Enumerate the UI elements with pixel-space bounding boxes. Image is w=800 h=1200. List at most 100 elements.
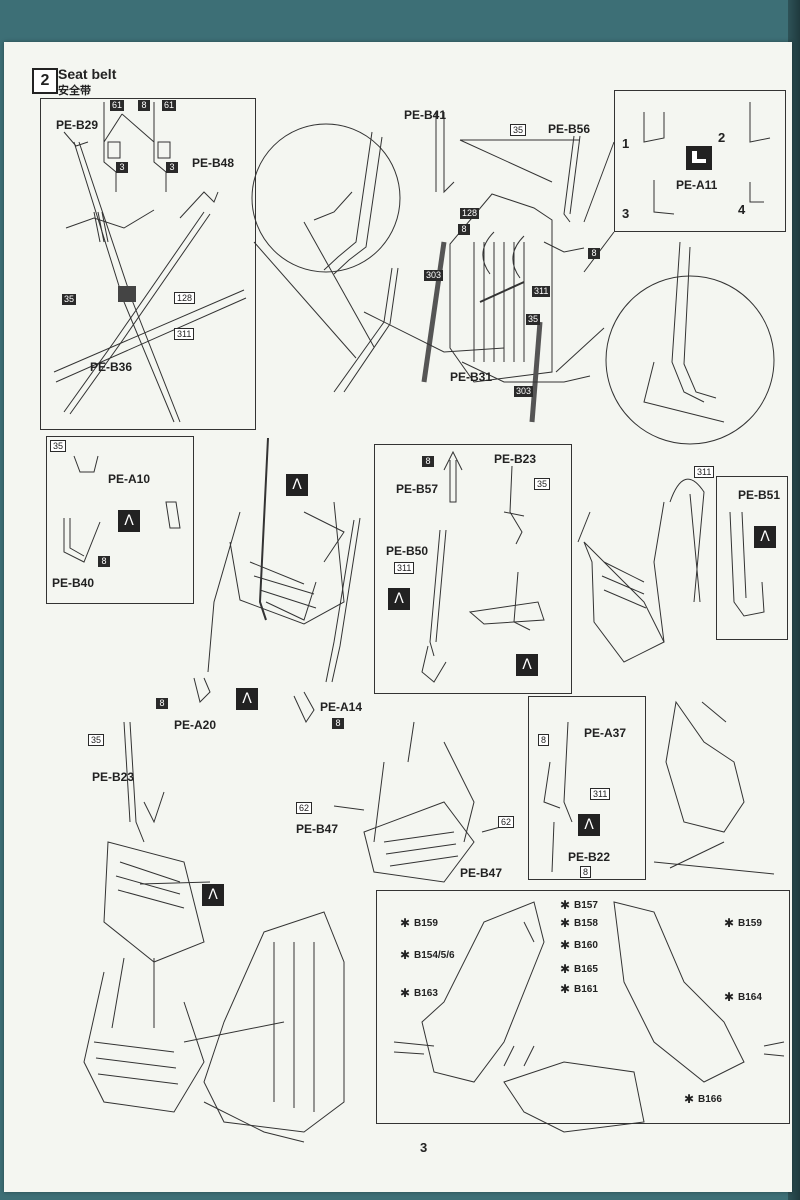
caution-icon: Λ xyxy=(118,510,140,532)
callout-8: 8 xyxy=(332,718,344,729)
label-b159-right: B159 xyxy=(738,918,762,929)
label-b159-left: B159 xyxy=(414,918,438,929)
callout-311: 311 xyxy=(694,466,715,478)
label-b160: B160 xyxy=(574,940,598,951)
label-pe-a10: PE-A10 xyxy=(108,472,151,486)
step-number-box: 2 xyxy=(32,68,58,94)
callout-8: 8 xyxy=(138,100,150,111)
star-icon: ✱ xyxy=(400,986,411,1000)
panel-pe-b51 xyxy=(716,476,788,640)
label-pe-b56: PE-B56 xyxy=(548,122,591,136)
step-symbol-icon xyxy=(686,146,712,170)
star-icon: ✱ xyxy=(560,898,571,912)
callout-3: 3 xyxy=(166,162,178,173)
callout-35: 35 xyxy=(50,440,67,452)
panel-sub-steps xyxy=(614,90,786,232)
label-pe-b36: PE-B36 xyxy=(90,360,133,374)
label-pe-a11: PE-A11 xyxy=(676,178,718,192)
caution-icon: Λ xyxy=(388,588,410,610)
callout-311: 311 xyxy=(394,562,415,574)
star-icon: ✱ xyxy=(400,916,411,930)
callout-303: 303 xyxy=(514,386,534,397)
star-icon: ✱ xyxy=(560,916,571,930)
page-number: 3 xyxy=(420,1140,428,1155)
panel-belt-parts xyxy=(40,98,256,430)
callout-35: 35 xyxy=(534,478,551,490)
instruction-sheet: 2 Seat belt 安全带 xyxy=(4,42,792,1192)
label-pe-b22: PE-B22 xyxy=(568,850,611,864)
star-icon: ✱ xyxy=(400,948,411,962)
label-pe-b47-right: PE-B47 xyxy=(460,866,503,880)
callout-8: 8 xyxy=(422,456,434,467)
label-pe-b23-top: PE-B23 xyxy=(494,452,537,466)
star-icon: ✱ xyxy=(724,916,735,930)
callout-311: 311 xyxy=(590,788,611,800)
label-pe-a14: PE-A14 xyxy=(320,700,363,714)
callout-8: 8 xyxy=(98,556,110,567)
label-pe-b31: PE-B31 xyxy=(450,370,493,384)
label-b161: B161 xyxy=(574,984,598,995)
callout-128: 128 xyxy=(174,292,196,304)
callout-35: 35 xyxy=(62,294,77,305)
callout-303: 303 xyxy=(424,270,444,281)
callout-8: 8 xyxy=(580,866,592,878)
star-icon: ✱ xyxy=(724,990,735,1004)
label-pe-b57: PE-B57 xyxy=(396,482,439,496)
step-title: Seat belt xyxy=(58,66,117,82)
callout-8: 8 xyxy=(458,224,470,235)
callout-3: 3 xyxy=(116,162,128,173)
callout-8: 8 xyxy=(538,734,550,746)
callout-62: 62 xyxy=(296,802,313,814)
label-pe-b41: PE-B41 xyxy=(404,108,447,122)
caution-icon: Λ xyxy=(516,654,538,676)
label-b165: B165 xyxy=(574,964,598,975)
callout-8: 8 xyxy=(156,698,168,709)
callout-128: 128 xyxy=(460,208,480,219)
label-pe-b23-left: PE-B23 xyxy=(92,770,135,784)
sub-step-2: 2 xyxy=(718,130,726,145)
label-pe-b29: PE-B29 xyxy=(56,118,99,132)
callout-62: 62 xyxy=(498,816,515,828)
callout-35: 35 xyxy=(510,124,527,136)
sub-step-1: 1 xyxy=(622,136,630,151)
panel-b-parts xyxy=(376,890,790,1124)
caution-icon: Λ xyxy=(286,474,308,496)
callout-61: 61 xyxy=(110,100,125,111)
panel-pe-b57 xyxy=(374,444,572,694)
label-b158: B158 xyxy=(574,918,598,929)
label-pe-a20: PE-A20 xyxy=(174,718,217,732)
label-b163: B163 xyxy=(414,988,438,999)
star-icon: ✱ xyxy=(560,938,571,952)
label-b154-5-6: B154/5/6 xyxy=(414,950,455,961)
callout-35: 35 xyxy=(88,734,105,746)
label-b157: B157 xyxy=(574,900,598,911)
label-pe-b48: PE-B48 xyxy=(192,156,235,170)
callout-311: 311 xyxy=(174,328,195,340)
caution-icon: Λ xyxy=(578,814,600,836)
caution-icon: Λ xyxy=(202,884,224,906)
star-icon: ✱ xyxy=(684,1092,695,1106)
panel-pe-a37 xyxy=(528,696,646,880)
panel-pe-a10 xyxy=(46,436,194,604)
label-b164: B164 xyxy=(738,992,762,1003)
assembly-line-art xyxy=(53,102,785,1143)
sub-step-3: 3 xyxy=(622,206,630,221)
detail-magnifier-top xyxy=(251,123,401,273)
step-title-chinese: 安全带 xyxy=(58,84,91,97)
label-pe-b50: PE-B50 xyxy=(386,544,429,558)
callout-61: 61 xyxy=(162,100,177,111)
caution-icon: Λ xyxy=(754,526,776,548)
callout-311: 311 xyxy=(532,286,551,297)
caution-icon: Λ xyxy=(236,688,258,710)
callout-8: 8 xyxy=(588,248,600,259)
star-icon: ✱ xyxy=(560,982,571,996)
label-pe-b40: PE-B40 xyxy=(52,576,95,590)
label-pe-b51: PE-B51 xyxy=(738,488,781,502)
sub-step-4: 4 xyxy=(738,202,746,217)
detail-magnifier-right xyxy=(605,275,775,445)
label-pe-a37: PE-A37 xyxy=(584,726,627,740)
label-b166: B166 xyxy=(698,1094,722,1105)
star-icon: ✱ xyxy=(560,962,571,976)
label-pe-b47-left: PE-B47 xyxy=(296,822,339,836)
callout-35: 35 xyxy=(526,314,541,325)
